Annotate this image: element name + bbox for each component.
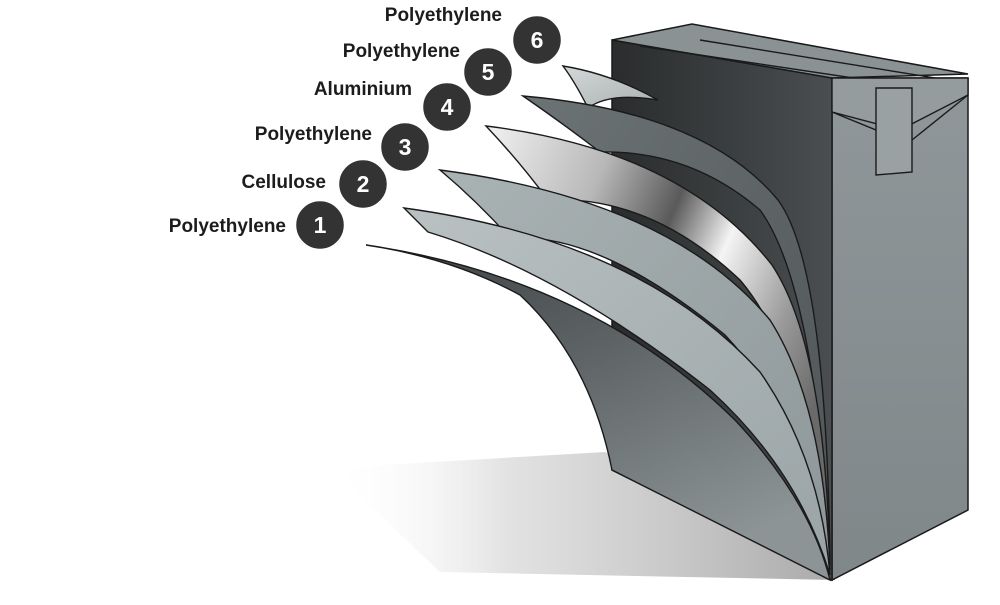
layer-5-callout: 5 Polyethylene — [343, 41, 515, 99]
layer-2-sheet — [402, 207, 831, 576]
layer-6-callout: 6 Polyethylene — [385, 5, 564, 67]
layer-4-label: Aluminium — [314, 79, 412, 100]
layer-3-number: 3 — [399, 134, 412, 160]
layer-6-sheet — [561, 65, 659, 110]
layer-2-label: Cellulose — [242, 172, 326, 193]
layer-6-label: Polyethylene — [385, 5, 502, 26]
layer-3-badge — [378, 120, 432, 174]
carton-top-flap — [611, 23, 969, 79]
carton-side-tab — [875, 87, 913, 176]
layer-1-badge — [293, 198, 347, 252]
layer-3-label: Polyethylene — [255, 124, 372, 145]
layer-2-callout: 2 Cellulose — [242, 157, 390, 211]
layer-2-badge — [336, 157, 390, 211]
layer-6-badge — [510, 13, 564, 67]
layer-5-badge — [461, 45, 515, 99]
layer-4-badge — [420, 80, 474, 134]
layer-1-callout: 1 Polyethylene — [169, 198, 347, 252]
layer-5-number: 5 — [482, 59, 495, 85]
floor-shadow — [330, 452, 835, 580]
layer-1-label: Polyethylene — [169, 216, 286, 237]
layer-6-number: 6 — [531, 27, 544, 53]
layer-1-sheet — [365, 244, 832, 582]
layer-1-number: 1 — [314, 212, 327, 238]
layer-5-label: Polyethylene — [343, 41, 460, 62]
layer-3-callout: 3 Polyethylene — [255, 120, 432, 174]
layer-2-number: 2 — [357, 171, 370, 197]
layer-4-number: 4 — [441, 94, 454, 120]
layer-4-callout: 4 Aluminium — [314, 79, 474, 134]
